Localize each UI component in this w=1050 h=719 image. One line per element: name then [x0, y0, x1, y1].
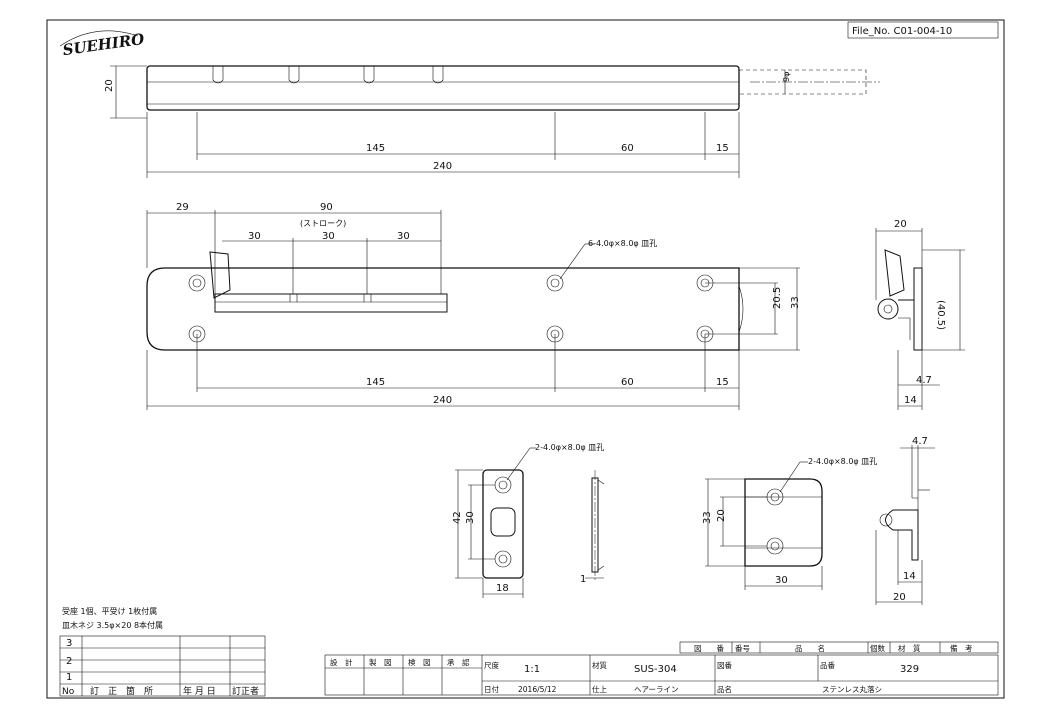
rev-row-3: 3 — [66, 638, 72, 649]
front-dim-60: 60 — [621, 377, 634, 388]
note-1: 受座 1個、平受け 1枚付属 — [62, 606, 157, 616]
top-dim-145: 145 — [366, 143, 385, 154]
front-hole — [188, 274, 206, 292]
tb-material-label: 材質 — [592, 660, 607, 670]
rev-row-2: 2 — [66, 656, 72, 667]
rev-col-date: 年 月 日 — [183, 685, 216, 697]
title-block: 図 番 番号 品 名 個数 材 質 備 考 設 計 製 図 検 図 承 認 尺度… — [324, 641, 999, 696]
front-dim-90: 90 — [320, 202, 333, 213]
side-dim-20: 20 — [894, 219, 907, 230]
top-view: 20 9φ 145 60 15 240 — [104, 65, 880, 178]
file-no-box — [847, 21, 999, 39]
top-dim-15: 15 — [716, 143, 729, 154]
strike-hole — [494, 550, 512, 568]
strike-hole — [494, 476, 512, 494]
receiver-dim-20: 20 — [716, 509, 727, 522]
receiver-dim-20b: 20 — [893, 592, 906, 603]
sheet-border — [46, 19, 1005, 699]
front-hole-note: 6-4.0φ×8.0φ 皿孔 — [588, 239, 657, 248]
tb-design: 設 計 — [330, 657, 353, 667]
front-dim-30c: 30 — [397, 231, 410, 242]
front-dim-20-5: 20.5 — [772, 287, 783, 309]
front-dim-30b: 30 — [322, 231, 335, 242]
front-dim-33: 33 — [790, 296, 801, 309]
file-no: File_No. C01-004-10 — [852, 26, 952, 37]
front-dim-240: 240 — [433, 395, 452, 406]
front-view: 29 90 (ストローク) 30 30 30 6-4.0φ×8.0φ 皿孔 20… — [146, 202, 801, 410]
side-dim-4-7: 4.7 — [916, 375, 932, 386]
tb-finish-label: 仕上 — [592, 684, 607, 694]
tb-check: 検 図 — [408, 657, 431, 667]
strike-dim-18: 18 — [496, 583, 509, 594]
tb-name: ステンレス丸落シ — [822, 684, 882, 694]
tb-approve: 承 認 — [447, 657, 470, 667]
receiver-view: 33 20 30 2-4.0φ×8.0φ 皿孔 4.7 14 20 — [702, 436, 935, 605]
receiver-dim-33: 33 — [702, 511, 713, 524]
front-stroke: (ストローク) — [300, 219, 346, 228]
side-dim-40-5: (40.5) — [935, 300, 946, 330]
tb-h-name: 品 名 — [795, 643, 825, 653]
receiver-hole — [766, 537, 784, 555]
tb-item-no: 329 — [900, 664, 919, 675]
logo: SUEHIRO — [59, 30, 146, 59]
strike-dim-42: 42 — [452, 511, 463, 524]
tb-date-label: 日付 — [484, 684, 499, 694]
tb-scale: 1:1 — [524, 664, 540, 675]
receiver-dim-4-7: 4.7 — [912, 436, 928, 447]
tb-scale-label: 尺度 — [484, 660, 499, 670]
top-pin-dia: 9φ — [782, 72, 791, 82]
front-dim-145: 145 — [366, 377, 385, 388]
front-dim-29: 29 — [176, 202, 189, 213]
tb-material: SUS-304 — [634, 664, 677, 675]
revision-table: 3 2 1 No 訂 正 箇 所 年 月 日 訂正者 — [59, 635, 266, 697]
top-height-dim: 20 — [104, 79, 115, 92]
strike-dim-1: 1 — [580, 574, 586, 585]
top-dim-240: 240 — [433, 161, 452, 172]
strike-hole-note: 2-4.0φ×8.0φ 皿孔 — [535, 443, 604, 452]
receiver-hole-note: 2-4.0φ×8.0φ 皿孔 — [808, 457, 877, 466]
tb-h-remarks: 備 考 — [950, 643, 973, 653]
front-hole — [546, 274, 564, 292]
rev-col-location: 訂 正 箇 所 — [90, 685, 153, 697]
rev-col-reviser: 訂正者 — [232, 685, 259, 697]
tb-draw: 製 図 — [369, 657, 392, 667]
tb-h-drawing: 図 番 — [694, 643, 724, 653]
tb-finish: ヘアーライン — [634, 685, 679, 694]
tb-h-qty: 個数 — [870, 643, 885, 653]
front-dim-15: 15 — [716, 377, 729, 388]
receiver-dim-14: 14 — [903, 571, 916, 582]
strike-plate-view: 42 30 18 2-4.0φ×8.0φ 皿孔 1 — [452, 443, 604, 598]
tb-item-no-label: 品番 — [820, 660, 835, 670]
note-2: 皿木ネジ 3.5φ×20 8本付属 — [62, 620, 163, 630]
tb-name-label: 品名 — [717, 684, 732, 694]
front-dim-30a: 30 — [248, 231, 261, 242]
side-dim-14: 14 — [904, 395, 917, 406]
receiver-dim-30: 30 — [775, 575, 788, 586]
logo-text: SUEHIRO — [62, 30, 146, 59]
top-dim-60: 60 — [621, 143, 634, 154]
tb-h-material: 材 質 — [898, 643, 921, 653]
tb-drawing-no-label: 図番 — [717, 660, 732, 670]
rev-row-1: 1 — [66, 672, 72, 683]
tb-date: 2016/5/12 — [518, 685, 557, 694]
strike-dim-30: 30 — [465, 511, 476, 524]
tb-h-number: 番号 — [735, 643, 750, 653]
side-view: 20 (40.5) 4.7 14 — [875, 219, 965, 410]
rev-col-no: No — [62, 687, 75, 697]
